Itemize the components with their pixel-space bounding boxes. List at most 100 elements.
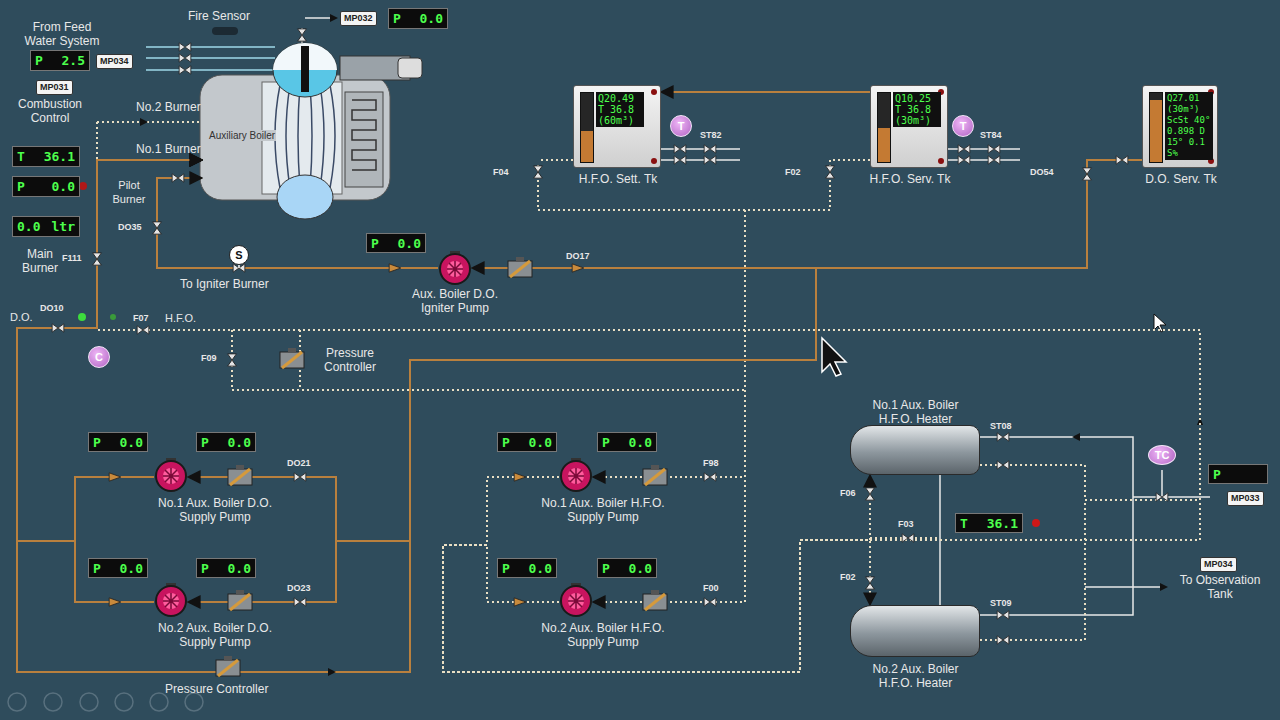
valve-tag: DO23 — [287, 583, 311, 594]
hfo-pipe — [443, 475, 870, 672]
tag-node: MP033 — [1227, 491, 1264, 506]
display-value: 0.0 — [228, 435, 251, 450]
valve-tag: F04 — [493, 167, 509, 178]
valve-tag: DO17 — [566, 251, 590, 262]
display-value: 0.0 — [17, 219, 40, 234]
tag-text: MP034 — [1204, 559, 1233, 570]
do-pipe — [157, 178, 438, 268]
display-value: ltr — [52, 219, 75, 234]
marker-text: S — [235, 249, 242, 261]
disp-node: P0.0 — [388, 8, 448, 29]
do-pipe — [188, 160, 1142, 602]
valve-tag: F111 — [62, 253, 82, 264]
disp-node: P 0.0 — [196, 558, 256, 578]
valve-tag: F07 — [133, 313, 149, 324]
pump-node: No.1 Aux. Boiler D.O. Supply Pump — [154, 458, 188, 492]
tank-name: D.O. Serv. Tk — [1107, 172, 1255, 186]
display-value: P — [502, 435, 510, 450]
label-text: No.2 Burner — [136, 100, 201, 114]
marker-text: T — [960, 120, 967, 132]
display-value: T — [960, 516, 968, 531]
display-value: P — [93, 435, 101, 450]
disp-node: T36.1 — [12, 146, 80, 167]
valve-tag: ST82 — [700, 130, 722, 141]
display-value: P — [93, 561, 101, 576]
mark-node: T — [952, 115, 974, 137]
label-text: From Feed Water System — [22, 20, 102, 48]
label-text: Main Burner — [10, 247, 70, 275]
marker-text: T — [678, 120, 685, 132]
mark-node: C — [88, 346, 110, 368]
marker-text: TC — [1155, 449, 1170, 461]
heater-node: No.1 Aux. Boiler H.F.O. Heater — [850, 425, 980, 475]
label-text: To Igniter Burner — [180, 277, 269, 291]
display-value: P — [201, 561, 209, 576]
pump-label: No.1 Aux. Boiler H.F.O. Supply Pump — [528, 496, 678, 524]
display-value: 0.0 — [398, 236, 421, 251]
cursor — [822, 314, 1166, 376]
disp-node: P 2.5 — [30, 50, 90, 71]
display-value: 0.0 — [52, 179, 75, 194]
do-pipe — [472, 160, 1142, 268]
disp-node: T36.1 — [955, 513, 1023, 533]
tank-display: Q10.25 T 36.8 (30m³) — [893, 92, 941, 127]
indicator-dot — [938, 158, 944, 164]
display-value: P — [201, 435, 209, 450]
heater-label: No.1 Aux. Boiler H.F.O. Heater — [858, 398, 973, 426]
valve-tag: DO54 — [1030, 167, 1054, 178]
tank-node: Q20.49 T 36.8 (60m³)H.F.O. Sett. Tk — [573, 85, 661, 168]
valve-tag: F02 — [840, 572, 856, 583]
disp-node: P0.0 — [597, 432, 657, 452]
hfo-pipe — [443, 540, 870, 672]
pump-node: No.2 Aux. Boiler D.O. Supply Pump — [154, 583, 188, 617]
hfo-pipe — [593, 160, 870, 477]
label-text: To Observation Tank — [1166, 573, 1274, 601]
pump-node: No.1 Aux. Boiler H.F.O. Supply Pump — [559, 458, 593, 492]
display-value: P — [371, 236, 379, 251]
level-bar — [1149, 92, 1163, 163]
tag-text: MP033 — [1231, 493, 1260, 504]
valve-tag: DO21 — [287, 458, 311, 469]
display-value: P — [502, 561, 510, 576]
indicator-dot — [651, 89, 657, 95]
display-value: 0.0 — [228, 561, 251, 576]
disp-node: P 0.0 — [366, 233, 426, 253]
level-bar — [580, 92, 594, 163]
tag-node: MP034 — [1200, 557, 1237, 572]
label-text: D.O. — [10, 310, 33, 324]
display-value: P — [35, 53, 43, 68]
display-value: 2.5 — [62, 53, 85, 68]
tank-name: H.F.O. Serv. Tk — [836, 172, 984, 186]
disp-node: P0.0 — [597, 558, 657, 578]
valve-tag: F98 — [703, 458, 719, 469]
valve-tag: F03 — [898, 519, 914, 530]
circ-node: S — [229, 245, 249, 265]
valve-tag: ST84 — [980, 130, 1002, 141]
tag-text: MP031 — [40, 82, 69, 93]
disp-node: P0.0 — [88, 432, 148, 452]
heater-node: No.2 Aux. Boiler H.F.O. Heater — [850, 605, 980, 657]
display-value: 0.0 — [529, 435, 552, 450]
display-value: P — [17, 179, 25, 194]
disp-node: P0.0 — [497, 558, 557, 578]
tag-text: MP034 — [100, 56, 129, 67]
mark-node: TC — [1148, 445, 1176, 465]
level-fill — [878, 128, 890, 163]
display-value: P — [602, 561, 610, 576]
valve-tag: F02 — [785, 167, 801, 178]
display-value: 0.0 — [629, 435, 652, 450]
display-value: 0.0 — [120, 561, 143, 576]
display-value: P — [393, 11, 401, 26]
pump-node: Aux. Boiler D.O. Igniter Pump — [438, 251, 472, 285]
hfo-pipe — [97, 160, 1200, 640]
hfo-pipe — [593, 160, 870, 602]
tag-node: MP031 — [36, 80, 73, 95]
disp-node: P 0.0 — [196, 432, 256, 452]
pump-label: No.1 Aux. Boiler D.O. Supply Pump — [140, 496, 290, 524]
valve-tag: F09 — [201, 353, 217, 364]
tank-name: H.F.O. Sett. Tk — [544, 172, 692, 186]
label-text: Combustion Control — [5, 97, 95, 125]
heater-label: No.2 Aux. Boiler H.F.O. Heater — [858, 662, 973, 690]
tank-display: Q27.01 (30m³) ScSt 40° 0.898 D 15° 0.1 S… — [1165, 92, 1213, 160]
